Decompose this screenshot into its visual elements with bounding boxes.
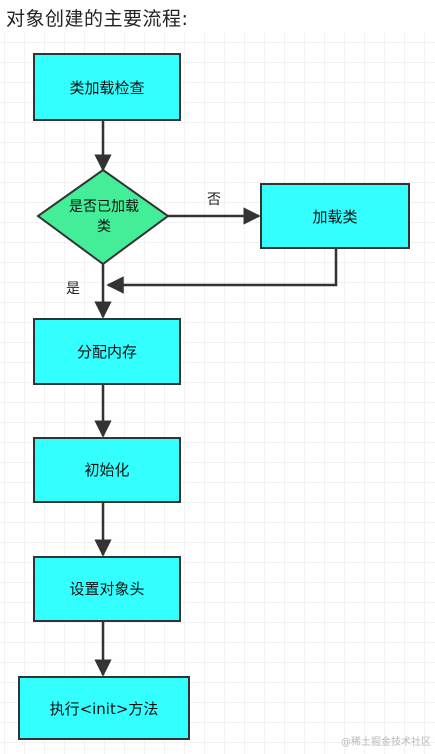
node-load-class-label: 加载类 bbox=[312, 208, 357, 226]
grid-background bbox=[0, 33, 435, 754]
node-class-load-check-label: 类加载检查 bbox=[69, 79, 144, 97]
node-set-object-header: 设置对象头 bbox=[33, 556, 181, 622]
edge-label-no: 否 bbox=[207, 192, 221, 208]
node-decision-label-line1: 是否已加载 bbox=[69, 199, 139, 215]
node-set-object-header-label: 设置对象头 bbox=[69, 580, 144, 598]
node-decision-label-line2: 类 bbox=[97, 219, 111, 235]
node-execute-init: 执行<init>方法 bbox=[18, 676, 190, 740]
flowchart: 否 是 类加载检查 是否已加载 类 加载类 分配内存 初始化 设置对象头 执行<… bbox=[0, 33, 435, 754]
watermark: @稀土掘金技术社区 bbox=[341, 737, 431, 748]
node-execute-init-label: 执行<init>方法 bbox=[50, 700, 159, 718]
node-load-class: 加载类 bbox=[260, 183, 410, 249]
node-allocate-memory: 分配内存 bbox=[33, 318, 181, 385]
node-allocate-memory-label: 分配内存 bbox=[77, 343, 137, 361]
edge-load-class-return bbox=[106, 249, 338, 294]
node-class-load-check: 类加载检查 bbox=[33, 53, 181, 121]
connectors bbox=[94, 121, 338, 677]
node-initialize-label: 初始化 bbox=[84, 461, 129, 479]
node-decision-loaded: 是否已加载 类 bbox=[36, 168, 170, 266]
edge-label-yes: 是 bbox=[66, 281, 80, 297]
page-title: 对象创建的主要流程: bbox=[6, 8, 189, 30]
node-initialize: 初始化 bbox=[33, 437, 181, 503]
